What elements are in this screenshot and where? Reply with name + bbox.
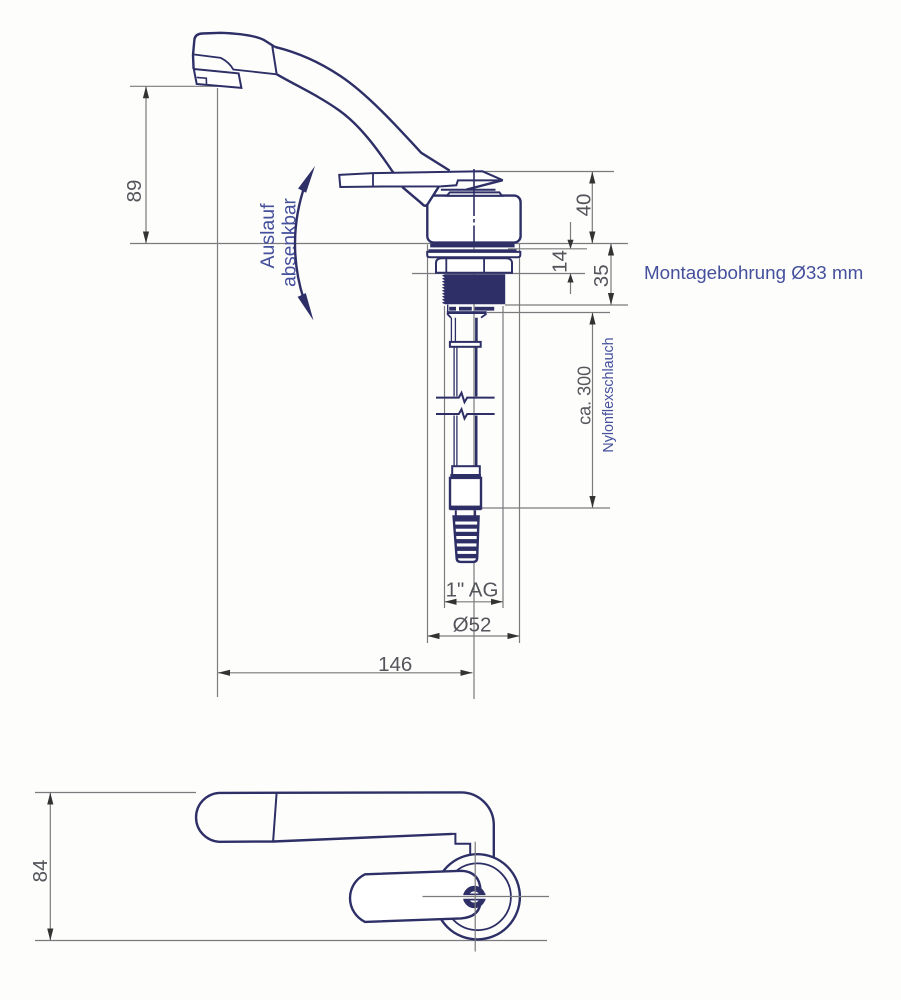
- svg-text:Ø52: Ø52: [453, 614, 492, 637]
- svg-text:40: 40: [573, 194, 596, 217]
- svg-text:14: 14: [549, 250, 572, 273]
- svg-text:89: 89: [123, 180, 146, 203]
- svg-text:1" AG: 1" AG: [446, 579, 499, 602]
- svg-text:Nylonflexschlauch: Nylonflexschlauch: [601, 337, 617, 452]
- svg-text:Auslauf: Auslauf: [257, 203, 279, 269]
- svg-text:35: 35: [590, 264, 613, 287]
- svg-text:Montagebohrung Ø33 mm: Montagebohrung Ø33 mm: [644, 262, 863, 283]
- svg-text:146: 146: [378, 653, 412, 676]
- svg-text:ca. 300: ca. 300: [575, 366, 595, 425]
- svg-text:84: 84: [29, 860, 52, 883]
